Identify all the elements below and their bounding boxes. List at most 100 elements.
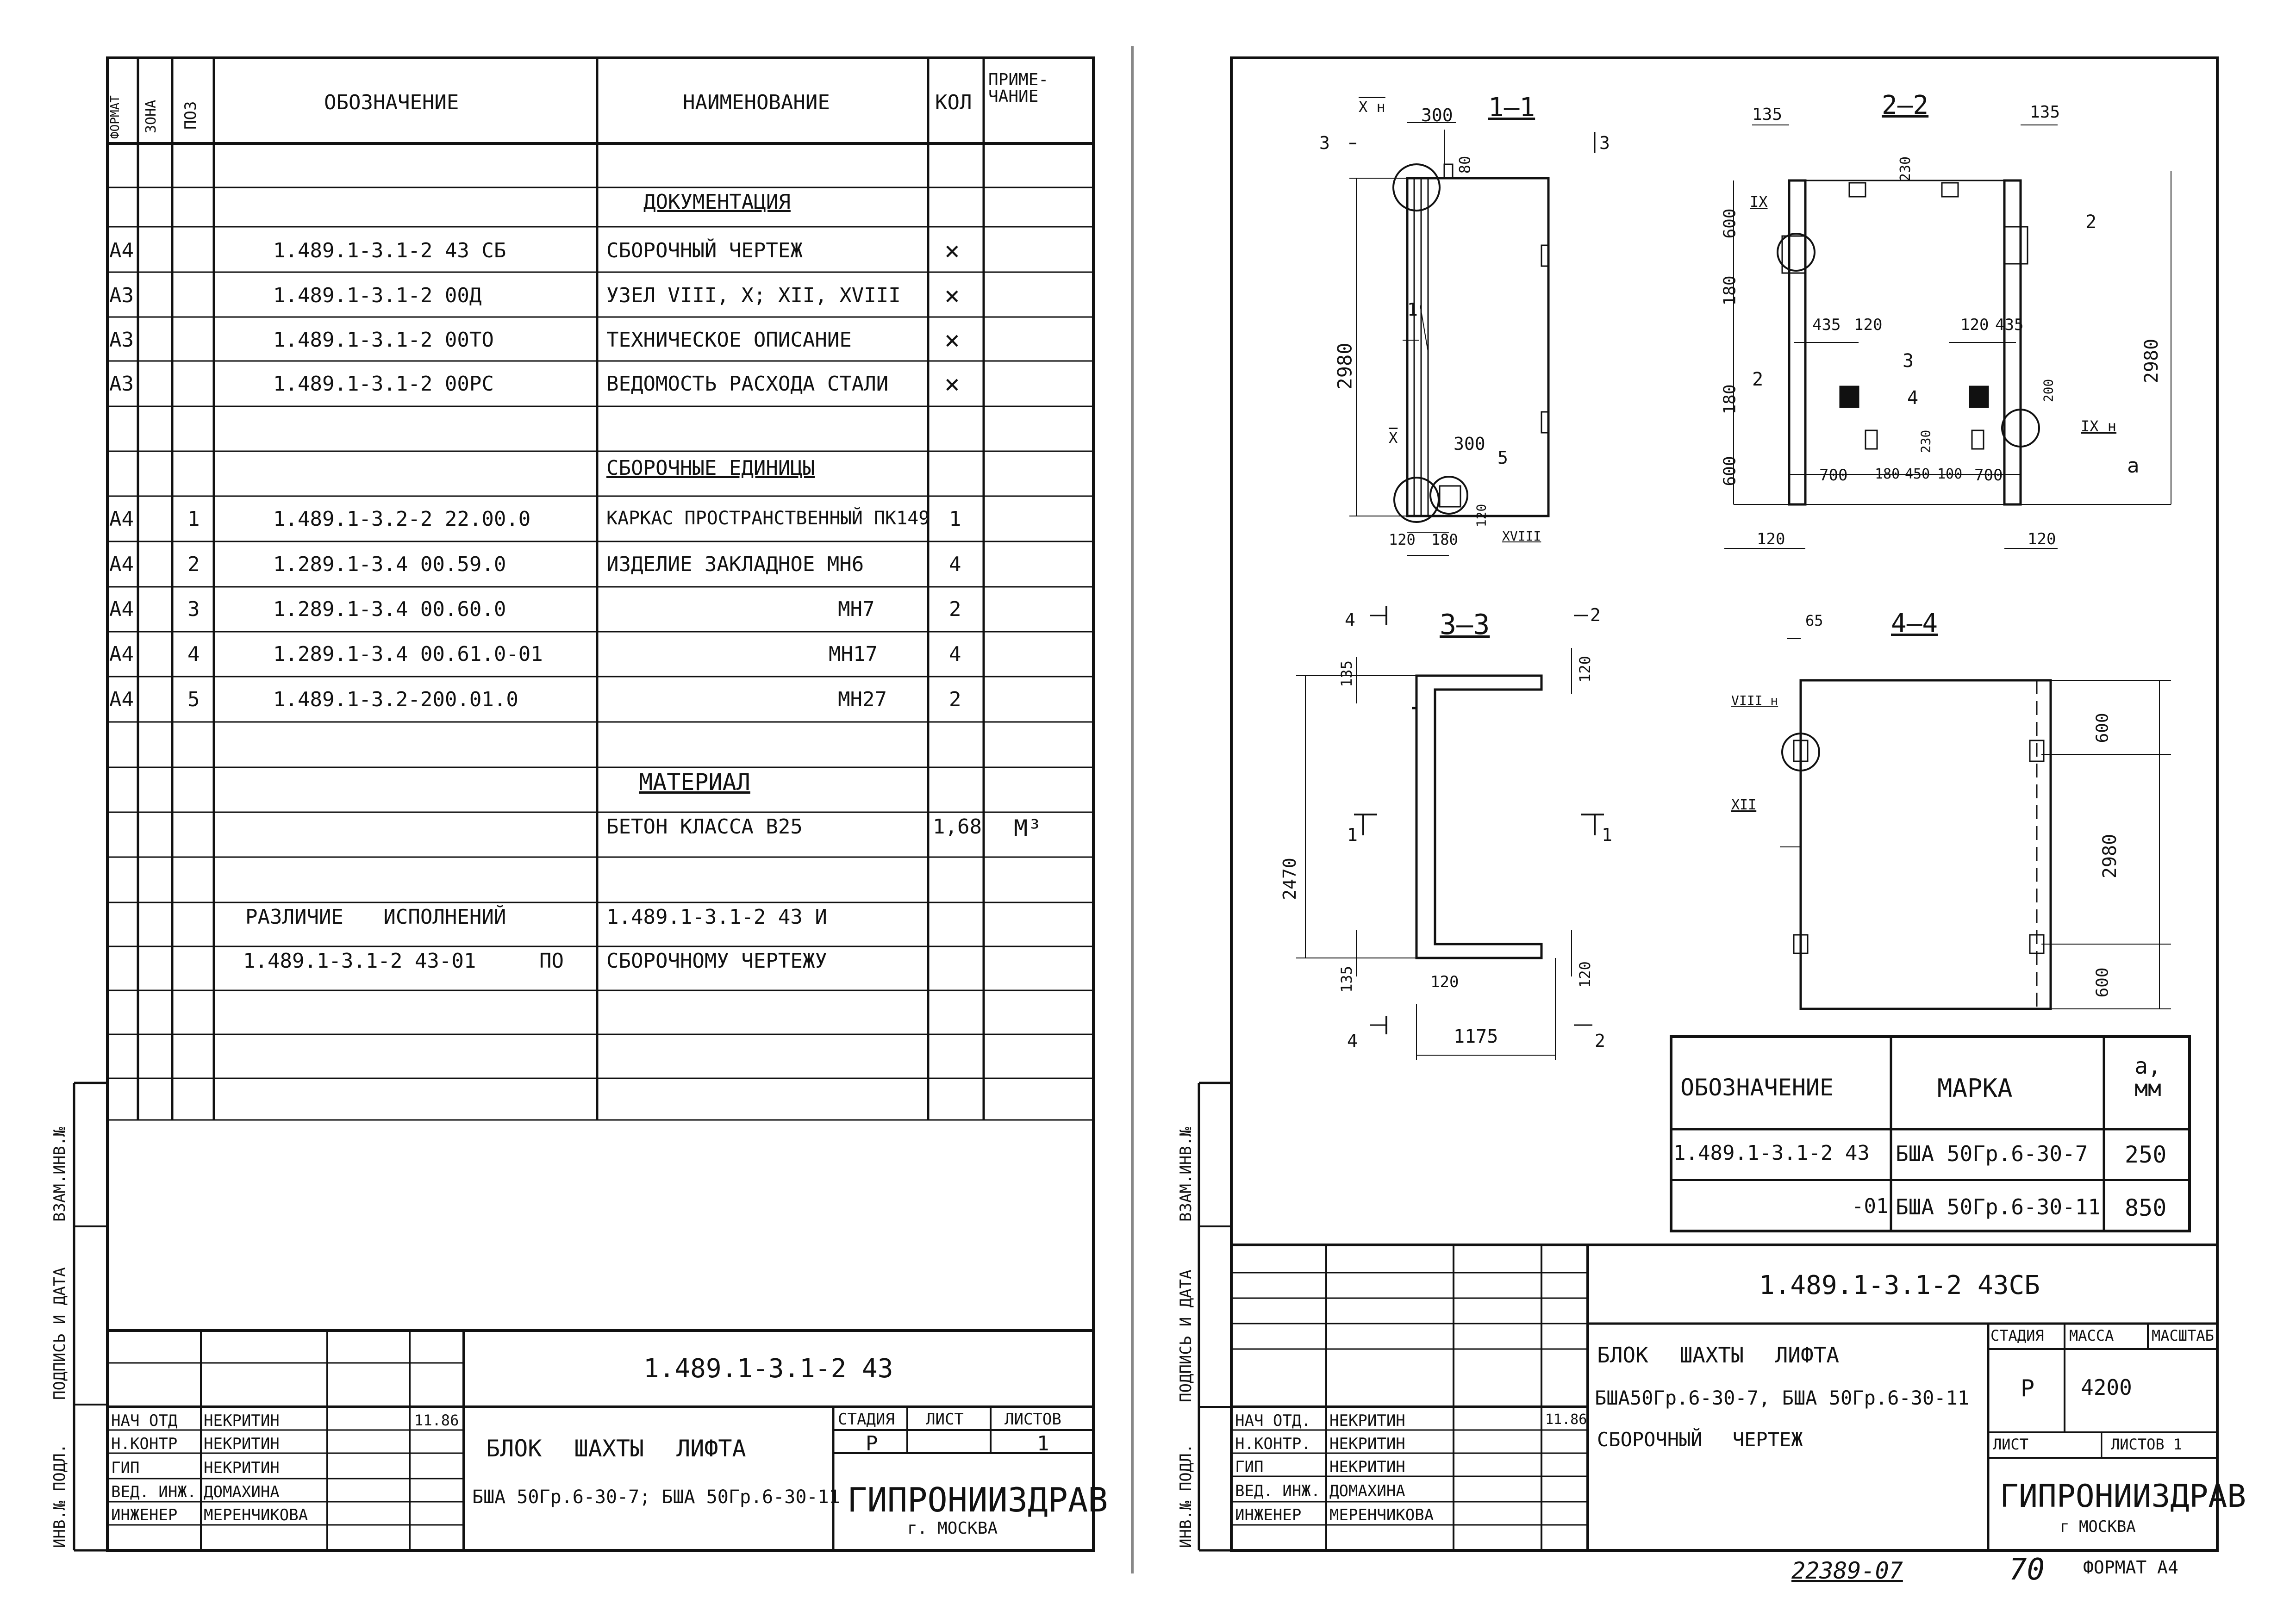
stamp-code: 1.489.1-3.1-2 43 [643,1354,893,1384]
stamp-mass: 4200 [2081,1375,2132,1400]
unit-format: А4 [109,507,134,531]
dim-label: 230 [1897,156,1914,182]
unit-name: МН17 [829,642,878,666]
unit-pos: 2 [187,553,200,576]
header-pos: ПОЗ [181,101,200,130]
side-label-inv: ИНВ.№ ПОДЛ. [50,1443,69,1548]
dim-label: 600 [1720,456,1740,486]
dim-label: 300 [1421,105,1453,125]
doc-name: ВЕДОМОСТЬ РАСХОДА СТАЛИ [606,372,889,396]
stamp-sheets-h: ЛИСТОВ [1004,1410,1061,1429]
dim-label: 300 [1454,434,1485,454]
unit-designation: 1.289.1-3.4 00.59.0 [273,553,506,576]
side-label-sign: ПОДПИСЬ И ДАТА [50,1267,69,1400]
stamp-sheet-h: ЛИСТ [926,1410,964,1429]
pos-label: 1 [1407,299,1418,320]
person-role: Н.КОНТР. [1235,1435,1311,1453]
cut-label: 2 [1595,1031,1605,1051]
person-role: Н.КОНТР [111,1435,178,1453]
dim-label: 135 [1337,660,1355,687]
doc-qty: × [944,236,960,266]
unit-qty: 4 [949,553,961,576]
unit-format: А4 [109,642,134,666]
dim-label: 230 [1918,429,1934,454]
dim-label: 120 [1576,656,1594,683]
variants-ref: 1.489.1-3.1-2 43 И [606,905,827,929]
dim-label: 135 [2030,103,2060,122]
dim-label: 120 [1854,316,1883,334]
dim-label: 2980 [2099,833,2121,879]
stamp-title3: СБОРОЧНЫЙ ЧЕРТЕЖ [1597,1428,1803,1451]
material-unit: М³ [1014,815,1042,842]
unit-qty: 2 [949,688,961,711]
person-role: ИНЖЕНЕР [111,1506,178,1524]
variants-ref2: СБОРОЧНОМУ ЧЕРТЕЖУ [606,949,827,973]
dim-label: 80 [1456,155,1474,174]
marks-mark: БША 50Гр.6-30-7 [1896,1141,2088,1166]
unit-name: КАРКАС ПРОСТРАНСТВЕННЫЙ ПК149 [606,508,930,529]
material-name: БЕТОН КЛАССА В25 [606,815,803,839]
dim-label: 120 [1960,316,1989,334]
stamp-subtitle: БША 50Гр.6-30-7; БША 50Гр.6-30-11 [472,1486,840,1508]
person-name: НЕКРИТИН [204,1459,280,1477]
doc-designation: 1.489.1-3.1-2 00ТО [273,328,494,352]
person-role: ГИП [1235,1458,1264,1476]
person-name: НЕКРИТИН [1329,1458,1405,1476]
unit-designation: 1.489.1-3.2-2 22.00.0 [273,507,531,531]
person-role: НАЧ ОТД [111,1412,178,1430]
pos-label: 2 [1752,369,1764,390]
header-note: ПРИМЕ-ЧАНИЕ [988,70,1049,106]
person-date: 11.86 [1545,1412,1587,1428]
person-date: 11.86 [414,1412,459,1429]
dim-label: 2470 [1279,858,1300,900]
node-label: IX [1750,193,1768,211]
page-fold [1131,46,1134,1573]
unit-name: МН7 [838,597,875,621]
doc-designation: 1.489.1-3.1-2 43 СБ [273,239,506,262]
dim-label: 2980 [2141,338,2163,384]
stamp-org: ГИПРОНИИЗДРАВ [2000,1478,2246,1515]
variants-label: РАЗЛИЧИЕ ИСПОЛНЕНИЙ [245,905,506,929]
doc-format: А3 [109,372,134,396]
stamp-stage-h: СТАДИЯ [838,1410,895,1429]
dim-label: 600 [2093,713,2112,743]
dim-label: 180 [1875,466,1900,482]
unit-format: А4 [109,597,134,621]
person-role: ГИП [111,1459,140,1477]
person-role: НАЧ ОТД. [1235,1412,1311,1430]
dim-label: 200 [2040,379,2056,403]
person-role: ВЕД. ИНЖ. [1235,1482,1321,1500]
node-label: X [1389,429,1398,447]
material-qty: 1,68 [933,815,982,839]
header-name: НАИМЕНОВАНИЕ [683,91,830,114]
node-label: X н [1359,98,1385,116]
unit-name: МН27 [838,688,887,711]
unit-pos: 3 [187,597,200,621]
marks-designation: -01 [1852,1194,1889,1218]
side-label-vzam: ВЗАМ.ИНВ.№ [1177,1127,1195,1222]
dim-label: 180 [1720,275,1740,306]
dim-label: 65 [1805,612,1823,629]
unit-format: А4 [109,688,134,711]
side-label-inv: ИНВ.№ ПОДЛ. [1177,1443,1195,1548]
pos-label: 5 [1497,448,1508,468]
stamp-stage: Р [866,1432,878,1455]
person-name: ДОМАХИНА [1329,1482,1405,1500]
stamp-stage-h: СТАДИЯ [1990,1327,2044,1344]
stamp-sheet-h: ЛИСТ [1993,1436,2029,1453]
node-label: XVIII [1502,529,1541,544]
dim-label: 180 [1431,531,1458,548]
dim-label: 120 [1576,961,1594,988]
doc-designation: 1.489.1-3.1-2 00РС [273,372,494,396]
unit-designation: 1.289.1-3.4 00.60.0 [273,597,506,621]
stamp-title: БЛОК ШАХТЫ ЛИФТА [1597,1343,1840,1368]
dim-label: 1175 [1454,1026,1498,1047]
dim-label: 135 [1337,966,1355,993]
node-label: IX н [2081,417,2117,435]
doc-format: А3 [109,328,134,352]
header-qty: КОЛ [935,91,972,114]
header-zone: ЗОНА [143,99,159,133]
dim-label: 700 [1819,466,1848,485]
doc-qty: × [944,369,960,399]
dim-label: 120 [1757,530,1785,548]
